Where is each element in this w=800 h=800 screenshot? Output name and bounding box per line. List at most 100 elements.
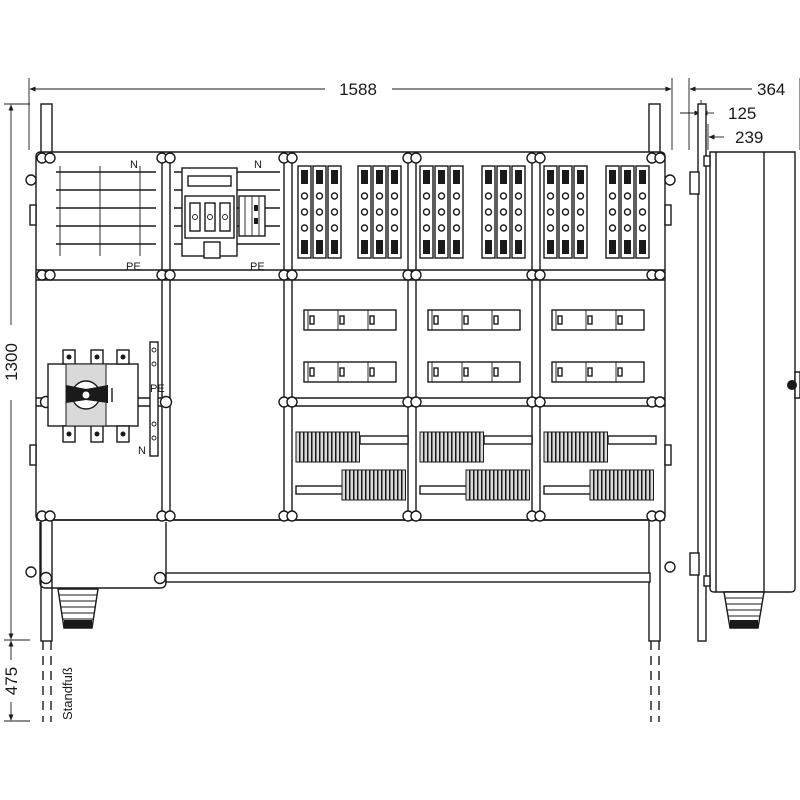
fixing <box>654 396 666 408</box>
terminal-clamp <box>571 431 576 463</box>
terminal-clamp <box>477 469 482 501</box>
terminal-clamp <box>641 469 646 501</box>
terminal-cap <box>316 240 323 254</box>
breaker-toggle <box>433 367 439 377</box>
terminal-screw <box>561 192 570 200</box>
breaker-toggle <box>617 315 623 325</box>
terminal-clamp <box>339 431 344 463</box>
label-n-3: N <box>138 445 146 457</box>
terminal-screw <box>360 192 369 200</box>
label-n-2: N <box>254 159 262 171</box>
terminal-clamp <box>323 431 328 463</box>
terminal-clamp <box>389 469 394 501</box>
height-foot-label: 475 <box>2 667 21 695</box>
terminal-clamp <box>479 431 484 463</box>
breaker-toggle <box>493 367 499 377</box>
terminal-cap <box>423 240 430 254</box>
terminal-screw <box>623 192 632 200</box>
terminal-clamp <box>513 469 518 501</box>
terminal-clamp <box>601 469 606 501</box>
terminal-screw <box>638 208 647 216</box>
terminal-clamp <box>465 469 470 501</box>
fixing <box>410 269 422 281</box>
breaker-toggle <box>339 367 345 377</box>
terminal-screw <box>623 208 632 216</box>
terminal-clamp <box>497 469 502 501</box>
fixing <box>410 152 422 164</box>
terminal-screw <box>437 208 446 216</box>
terminal-cap <box>331 240 338 254</box>
terminal-cap <box>609 170 616 184</box>
terminal-screw <box>452 224 461 232</box>
terminal-cap <box>301 240 308 254</box>
terminal-clamp <box>351 431 356 463</box>
breaker-rows <box>303 309 645 383</box>
terminal-clamp <box>591 431 596 463</box>
terminal-screw <box>608 224 617 232</box>
terminal-cap <box>438 240 445 254</box>
terminal-screw <box>546 208 555 216</box>
depth-b-label: 239 <box>735 128 763 147</box>
label-pe-1: PE <box>126 261 141 273</box>
terminal-clamp <box>649 469 654 501</box>
terminal-clamp <box>567 431 572 463</box>
terminal-clamp <box>393 469 398 501</box>
fixing <box>159 395 173 409</box>
terminal-clamp <box>431 431 436 463</box>
terminal-screw <box>315 208 324 216</box>
terminal-clamp <box>381 469 386 501</box>
terminal-cap <box>500 240 507 254</box>
terminal-cap <box>577 240 584 254</box>
terminal-screw <box>315 192 324 200</box>
terminal-screw <box>623 224 632 232</box>
terminal-clamp <box>637 469 642 501</box>
depth-total-label: 364 <box>757 80 785 99</box>
fixing <box>286 396 298 408</box>
terminal-cap <box>624 170 631 184</box>
busbar-panel-second: N PE <box>174 159 280 273</box>
breaker-row <box>551 309 645 331</box>
terminal-clamp <box>551 431 556 463</box>
width-label: 1588 <box>339 80 377 99</box>
terminal-clamp <box>447 431 452 463</box>
terminal-clamp <box>327 431 332 463</box>
label-pe-3: PE <box>150 383 165 395</box>
terminal-screw <box>422 224 431 232</box>
terminal-clamp <box>559 431 564 463</box>
terminal-clamp <box>365 469 370 501</box>
terminal-screw <box>300 224 309 232</box>
terminal-clamp <box>369 469 374 501</box>
terminal-screw <box>452 192 461 200</box>
din-rail <box>607 435 657 445</box>
terminal-clamp <box>469 469 474 501</box>
fixing <box>654 152 666 164</box>
terminal-clamp <box>481 469 486 501</box>
terminal-clamp <box>473 469 478 501</box>
terminal-cap <box>547 240 554 254</box>
fixing <box>39 571 53 585</box>
terminal-clamp <box>315 431 320 463</box>
terminal-clamp <box>605 469 610 501</box>
terminal-clamp <box>509 469 514 501</box>
terminal-clamp <box>603 431 608 463</box>
terminal-screw <box>484 208 493 216</box>
breaker-row <box>551 361 645 383</box>
din-rail <box>483 435 533 445</box>
terminal-screw <box>375 224 384 232</box>
breaker-toggle <box>369 315 375 325</box>
terminal-clamp <box>331 431 336 463</box>
breaker-toggle <box>339 315 345 325</box>
terminal-clamp <box>589 469 594 501</box>
terminal-clamp <box>587 431 592 463</box>
terminal-screw <box>576 208 585 216</box>
terminal-cap <box>376 240 383 254</box>
terminal-clamp <box>307 431 312 463</box>
terminal-clamp <box>355 431 360 463</box>
terminal-clamp <box>525 469 530 501</box>
terminal-cap <box>453 240 460 254</box>
terminal-clamp <box>575 431 580 463</box>
terminal-screw <box>452 208 461 216</box>
terminal-clamp <box>347 431 352 463</box>
terminal-cap <box>301 170 308 184</box>
terminal-clamp <box>593 469 598 501</box>
